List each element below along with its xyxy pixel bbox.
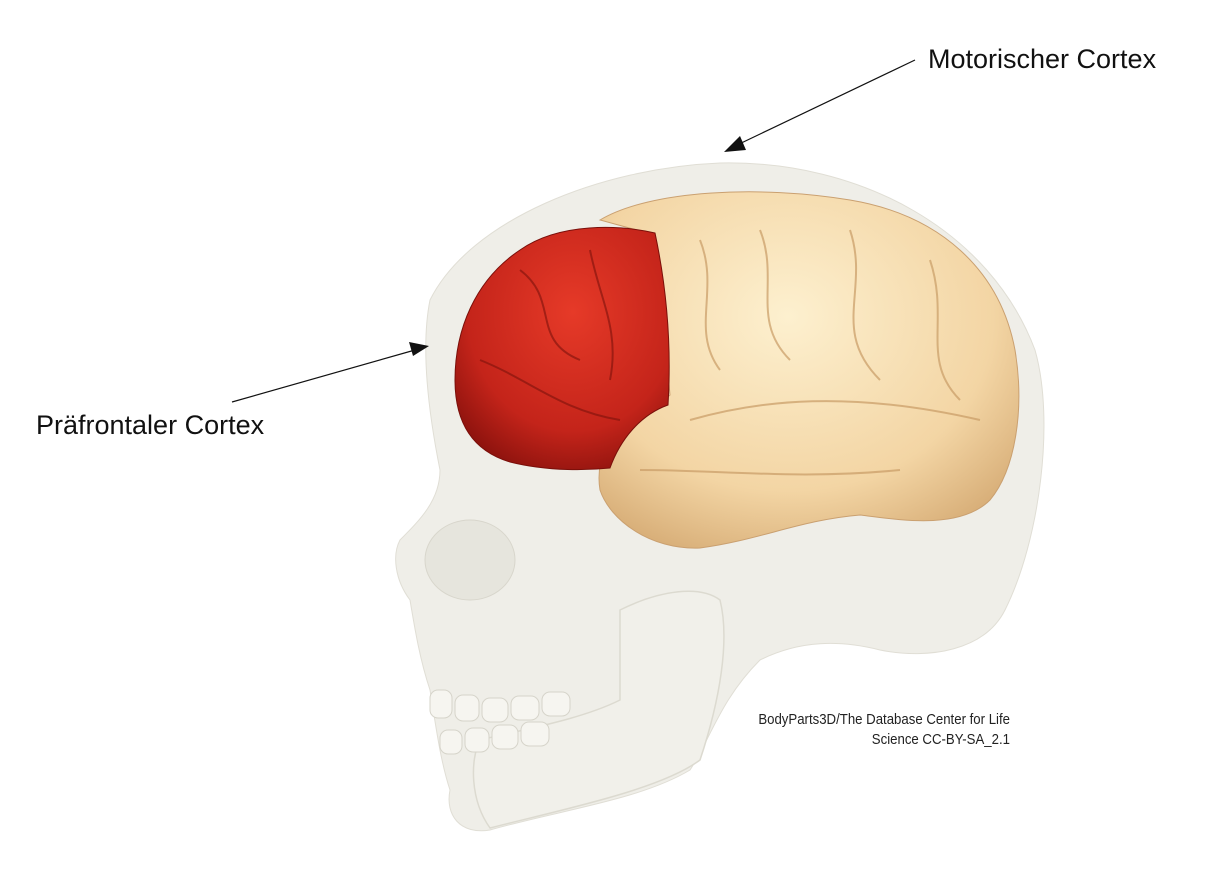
motor-cortex-arrow xyxy=(734,59,916,147)
sulci-red xyxy=(479,249,621,421)
credit-line-1: BodyParts3D/The Database Center for Life xyxy=(758,711,1010,728)
motor-arrowhead-icon xyxy=(724,136,746,152)
teeth xyxy=(429,689,571,755)
credit-line-2: Science CC-BY-SA_2.1 xyxy=(871,731,1010,748)
motor-cortex-label: Motorischer Cortex xyxy=(928,44,1157,74)
prefrontal-arrow xyxy=(231,349,416,403)
eye-socket xyxy=(424,519,516,601)
prefrontal-cortex-label: Präfrontaler Cortex xyxy=(36,410,265,440)
prefrontal-arrowhead-icon xyxy=(409,342,429,356)
image-credit: BodyParts3D/The Database Center for Life… xyxy=(758,710,1010,750)
sulci xyxy=(639,229,981,476)
